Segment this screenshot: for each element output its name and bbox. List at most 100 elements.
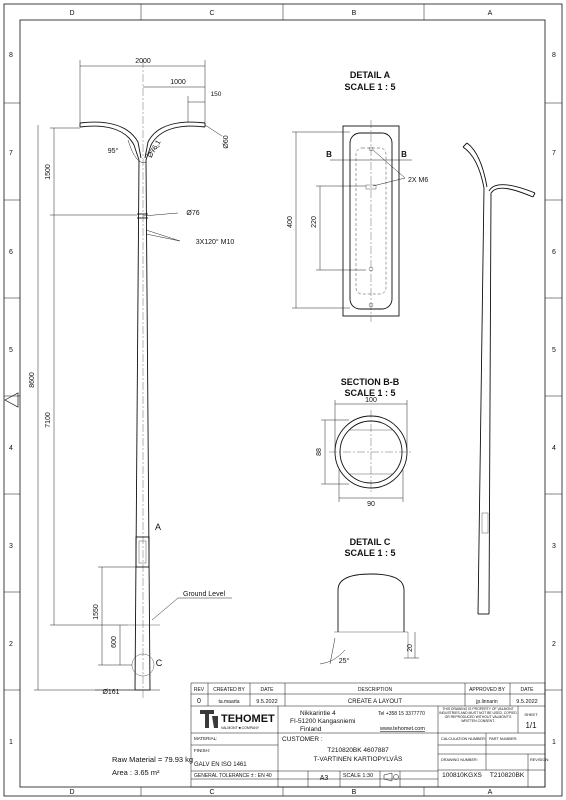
dim-embed-depth: 600 bbox=[111, 636, 118, 648]
dim-base-dia: Ø161 bbox=[102, 689, 119, 696]
col-label-top: A bbox=[488, 10, 493, 17]
row-label-right: 6 bbox=[552, 249, 556, 256]
row-label-left: 4 bbox=[9, 445, 13, 452]
company-sub: VALMONT ■ COMPANY bbox=[221, 726, 260, 730]
row-label-left: 5 bbox=[9, 347, 13, 354]
dim-arm-span: 2000 bbox=[135, 58, 151, 65]
detail-a-dim-inner: 220 bbox=[311, 216, 318, 228]
detail-c-angle: 25° bbox=[339, 657, 350, 665]
drawing-number-label: DRAWING NUMBER: bbox=[441, 758, 478, 762]
detail-a-title: DETAIL A bbox=[350, 70, 391, 80]
dim-holes: 3X120° M10 bbox=[196, 238, 235, 246]
row-label-left: 8 bbox=[9, 52, 13, 59]
row-label-left: 2 bbox=[9, 641, 13, 648]
finish-label: FINISH: bbox=[194, 748, 210, 753]
row-label-right: 4 bbox=[552, 445, 556, 452]
row-label-right: 7 bbox=[552, 150, 556, 157]
detail-a-marker: A bbox=[155, 522, 161, 532]
front-view-dimension-text: 2000 1000 150 Ø60 95° Ø76.1 1500 Ø76 3X1… bbox=[29, 58, 234, 696]
tb-header-approved-by: APPROVED BY bbox=[469, 687, 506, 693]
part-number: T210820BK bbox=[490, 772, 525, 779]
col-label-bottom: B bbox=[352, 789, 357, 796]
section-bb-scale: SCALE 1 : 5 bbox=[344, 388, 395, 398]
section-bb-title: SECTION B-B bbox=[341, 377, 400, 387]
col-label-bottom: A bbox=[488, 789, 493, 796]
ground-level-label: Ground Level bbox=[183, 591, 225, 598]
calc-number-label: CALCULATION NUMBER: bbox=[441, 737, 486, 741]
title-block-text: REV CREATED BY DATE DESCRIPTION APPROVED… bbox=[194, 687, 549, 782]
raw-material: Raw Material = 79.93 kg bbox=[112, 755, 193, 764]
sheet-format: A3 bbox=[320, 775, 329, 782]
material-label: MATERIAL: bbox=[194, 736, 217, 741]
tb-date: 9.5.2022 bbox=[256, 699, 277, 705]
general-tolerance: GENERAL TOLERANCE ± : EN 40 bbox=[194, 773, 272, 779]
detail-c-view bbox=[319, 573, 419, 665]
drawing-frame bbox=[3, 3, 563, 797]
row-label-left: 1 bbox=[9, 739, 13, 746]
row-label-left: 7 bbox=[9, 150, 13, 157]
part-code: T210820BK 4607887 bbox=[327, 747, 389, 754]
col-label-top: C bbox=[209, 10, 214, 17]
tb-header-created-by: CREATED BY bbox=[213, 687, 245, 693]
dim-half-span: 1000 bbox=[170, 79, 186, 86]
section-marker-right: B bbox=[401, 150, 407, 159]
section-bb-dim-top: 100 bbox=[365, 397, 377, 404]
row-label-right: 5 bbox=[552, 347, 556, 354]
row-label-left: 3 bbox=[9, 543, 13, 550]
company-address-3: Finland bbox=[300, 726, 322, 733]
section-bb-dim-side: 88 bbox=[316, 448, 323, 456]
sheet-value: 1/1 bbox=[525, 721, 537, 730]
sheet-label: SHEET bbox=[524, 712, 538, 717]
dim-tip: 150 bbox=[211, 91, 222, 98]
company-address-2: FI-51200 Kangasniemi bbox=[290, 718, 355, 725]
row-label-right: 8 bbox=[552, 52, 556, 59]
customer-label: CUSTOMER : bbox=[282, 736, 323, 743]
col-label-top: D bbox=[69, 10, 74, 17]
section-bb-view bbox=[321, 400, 413, 502]
dim-shaft-height: 7100 bbox=[45, 412, 52, 428]
row-label-right: 2 bbox=[552, 641, 556, 648]
detail-c-scale: SCALE 1 : 5 bbox=[344, 548, 395, 558]
section-marker-left: B bbox=[326, 150, 332, 159]
isometric-view bbox=[462, 142, 536, 615]
pole-front-view bbox=[79, 60, 206, 700]
finish-value: GALV EN ISO 1461 bbox=[194, 762, 247, 768]
part-number-label: PART NUMBER: bbox=[489, 737, 517, 741]
tb-header-rev: REV bbox=[194, 687, 205, 693]
detail-a-screws: 2X M6 bbox=[408, 177, 428, 184]
col-label-top: B bbox=[352, 10, 357, 17]
part-name: T-VARTINEN KARTIOPYLVÄS bbox=[314, 755, 403, 763]
tb-rev: 0 bbox=[197, 698, 201, 705]
front-view-dimensions bbox=[34, 60, 232, 691]
tb-header-date: DATE bbox=[261, 687, 275, 693]
tb-description: CREATE A LAYOUT bbox=[348, 699, 402, 705]
row-label-right: 1 bbox=[552, 739, 556, 746]
company-address-1: Nikkarintie 4 bbox=[300, 710, 336, 717]
title-block bbox=[190, 682, 546, 788]
dim-arm-height: 1500 bbox=[45, 164, 52, 180]
col-label-bottom: C bbox=[209, 789, 214, 796]
row-label-right: 3 bbox=[552, 543, 556, 550]
dim-bend-angle: 95° bbox=[108, 147, 119, 155]
drawing-scale: SCALE 1:30 bbox=[343, 773, 373, 779]
detail-c-text: DETAIL C SCALE 1 : 5 25° 20 bbox=[339, 537, 414, 665]
dim-shaft-dia: Ø76 bbox=[186, 210, 199, 217]
dim-total-height: 8600 bbox=[29, 372, 36, 388]
detail-c-dim-height: 20 bbox=[407, 644, 414, 652]
detail-a-scale: SCALE 1 : 5 bbox=[344, 82, 395, 92]
col-label-bottom: D bbox=[69, 789, 74, 796]
copyright-notice: THIS DRAWING IS PROPERTY OF VALMONT INDU… bbox=[439, 707, 517, 723]
tb-created-by: ta.maarta bbox=[218, 699, 239, 705]
detail-a-view bbox=[292, 120, 412, 322]
revision-label: REVISION: bbox=[530, 758, 549, 762]
detail-a-text: DETAIL A SCALE 1 : 5 B B 2X M6 400 220 bbox=[287, 70, 428, 228]
section-bb-text: SECTION B-B SCALE 1 : 5 100 88 90 bbox=[316, 377, 400, 508]
tb-header-date2: DATE bbox=[521, 687, 535, 693]
tehomet-logo bbox=[200, 710, 218, 728]
drawing-number: 100810KGXS bbox=[442, 772, 482, 779]
tb-date2: 9.5.2022 bbox=[516, 699, 537, 705]
tb-header-description: DESCRIPTION bbox=[358, 687, 393, 693]
tb-approved-by: jp.linnarin bbox=[475, 699, 498, 705]
company-name: TEHOMET bbox=[221, 713, 275, 725]
